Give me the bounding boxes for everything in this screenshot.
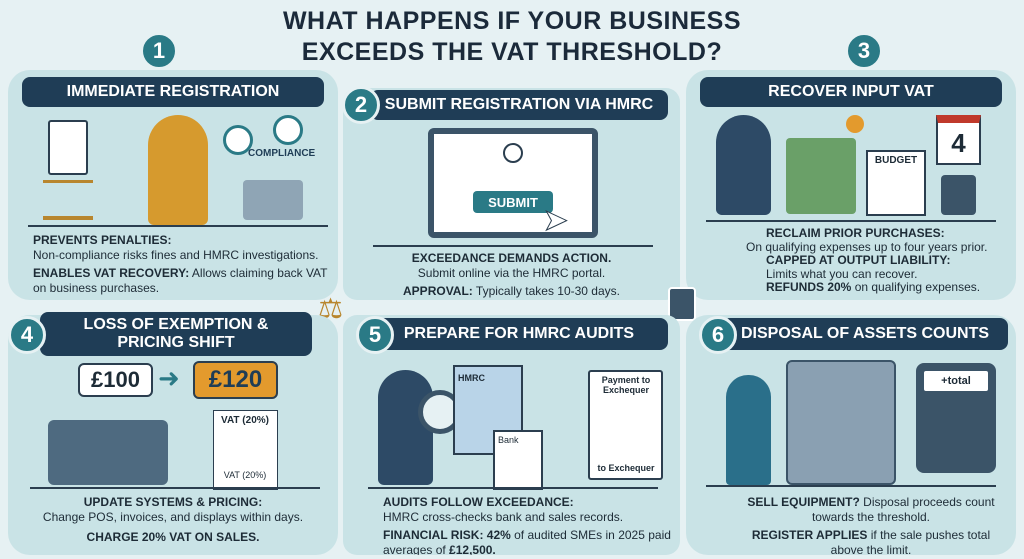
bank-document-label: Bank	[498, 435, 519, 445]
crest-icon	[503, 143, 523, 163]
person-illustration	[148, 115, 208, 225]
checkmark-icon	[223, 125, 253, 155]
refunds-heading: REFUNDS 20%	[766, 280, 852, 294]
update-systems-text: Change POS, invoices, and displays withi…	[42, 510, 304, 524]
chart-footer: to Exchequer	[597, 463, 655, 473]
panel-5-number: 5	[356, 316, 394, 354]
panel-1-header: IMMEDIATE REGISTRATION	[22, 77, 324, 107]
title-line-1: WHAT HAPPENS IF YOUR BUSINESS	[282, 7, 742, 35]
receipt-vat-label-bottom: VAT (20%)	[223, 470, 267, 480]
scales-icon	[43, 180, 93, 220]
checklist-icon	[48, 120, 88, 175]
bank-document	[493, 430, 543, 490]
panel-2-header: SUBMIT REGISTRATION VIA HMRC	[370, 90, 668, 120]
prevents-penalties-text: Non-compliance risks fines and HMRC inve…	[33, 248, 319, 262]
enables-vat-recovery-text: Allows claiming back VAT on business pur…	[33, 266, 328, 295]
hmrc-document-label: HMRC	[458, 373, 485, 383]
checkmark-icon	[273, 115, 303, 145]
charge-vat-text: CHARGE 20% VAT ON SALES.	[86, 530, 260, 544]
register-applies-heading: REGISTER APPLIES	[751, 528, 868, 542]
financial-risk-amount: £12,500.	[449, 543, 496, 555]
document-icon	[453, 365, 523, 455]
panel-3-text: RECLAIM PRIOR PURCHASES: On qualifying e…	[746, 226, 1016, 295]
divider	[30, 487, 320, 489]
compliance-label: COMPLIANCE	[248, 148, 316, 159]
register-applies-text: if the sale pushes total above the limit…	[830, 528, 991, 555]
old-price-tag: £100	[78, 363, 153, 397]
audits-text: HMRC cross-checks bank and sales records…	[383, 510, 624, 524]
capped-heading: CAPPED AT OUTPUT LIABILITY:	[766, 253, 951, 267]
calculator-display: +total	[924, 371, 988, 391]
chart-title: Payment to Exchequer	[601, 375, 651, 395]
panel-4-text: UPDATE SYSTEMS & PRICING: Change POS, in…	[23, 495, 323, 545]
calendar-icon: 4	[936, 115, 981, 165]
page-title: WHAT HAPPENS IF YOUR BUSINESS EXCEEDS TH…	[0, 6, 1024, 68]
cash-register-icon	[48, 420, 168, 485]
worker-illustration	[726, 375, 771, 485]
panel-5-text: AUDITS FOLLOW EXCEEDANCE: HMRC cross-che…	[383, 495, 673, 555]
panel-3-header: RECOVER INPUT VAT	[700, 77, 1002, 107]
new-price-tag: £120	[193, 361, 278, 399]
reclaim-heading: RECLAIM PRIOR PURCHASES:	[766, 226, 945, 240]
machine-icon	[786, 360, 896, 485]
panel-prepare-for-audits: HMRC Bank Payment to Exchequer to Excheq…	[343, 315, 680, 555]
capped-text: Limits what you can recover.	[766, 266, 918, 281]
arrow-right-icon: ➜	[158, 363, 180, 393]
audits-heading: AUDITS FOLLOW EXCEEDANCE:	[383, 495, 574, 509]
divider	[368, 487, 658, 489]
panel-6-header: DISPOSAL OF ASSETS COUNTS	[722, 318, 1008, 350]
reclaim-text: On qualifying expenses up to four years …	[746, 239, 988, 254]
budget-document	[866, 150, 926, 216]
divider	[706, 485, 996, 487]
sell-equipment-heading: SELL EQUIPMENT?	[747, 495, 860, 509]
receipt-icon	[213, 410, 278, 490]
exceedance-heading: EXCEEDANCE DEMANDS ACTION.	[411, 251, 612, 265]
panel-6-text: SELL EQUIPMENT? Disposal proceeds count …	[746, 495, 996, 555]
panel-1-number: 1	[140, 32, 178, 70]
prevents-penalties-heading: PREVENTS PENALTIES:	[33, 233, 172, 247]
panel-disposal-of-assets: +total SELL EQUIPMENT? Disposal proceeds…	[686, 315, 1016, 555]
laptop-icon	[243, 180, 303, 220]
coin-icon	[846, 115, 864, 133]
financial-risk-text: of audited SMEs in 2025 paid averages of	[383, 528, 671, 555]
panel-5-header: PREPARE FOR HMRC AUDITS	[370, 318, 668, 350]
title-line-2: EXCEEDS THE VAT THRESHOLD?	[301, 38, 723, 66]
approval-text: Typically takes 10-30 days.	[472, 284, 620, 298]
approval-heading: APPROVAL:	[403, 284, 473, 298]
panel-2-text: EXCEEDANCE DEMANDS ACTION. Submit online…	[353, 251, 670, 299]
panel-6-number: 6	[699, 316, 737, 354]
submit-button: SUBMIT	[473, 191, 553, 213]
money-stack-icon	[786, 138, 856, 214]
panel-immediate-registration: COMPLIANCE PREVENTS PENALTIES: Non-compl…	[8, 70, 338, 300]
divider	[28, 225, 328, 227]
bar-chart-icon	[588, 370, 663, 480]
update-systems-heading: UPDATE SYSTEMS & PRICING:	[83, 495, 263, 509]
exceedance-text: Submit online via the HMRC portal.	[417, 266, 606, 280]
panel-1-text: PREVENTS PENALTIES: Non-compliance risks…	[33, 233, 333, 296]
budget-label: BUDGET	[874, 155, 918, 166]
divider	[706, 220, 996, 222]
person-illustration	[716, 115, 771, 215]
refunds-text: on qualifying expenses.	[851, 280, 981, 294]
panel-4-header: LOSS OF EXEMPTION & PRICING SHIFT	[40, 312, 312, 356]
sell-equipment-text: Disposal proceeds count towards the thre…	[811, 495, 995, 524]
divider	[373, 245, 653, 247]
panel-recover-input-vat: BUDGET 4 RECLAIM PRIOR PURCHASES: On qua…	[686, 70, 1016, 300]
financial-risk-heading: FINANCIAL RISK: 42%	[383, 528, 511, 542]
calculator-icon	[668, 287, 696, 321]
enables-vat-recovery-heading: ENABLES VAT RECOVERY:	[33, 266, 190, 280]
panel-3-number: 3	[845, 32, 883, 70]
panel-submit-registration: SUBMIT ➤ EXCEEDANCE DEMANDS ACTION. Subm…	[343, 88, 680, 300]
receipt-vat-label: VAT (20%)	[221, 415, 269, 426]
panel-2-number: 2	[342, 86, 380, 124]
calculator-icon	[941, 175, 976, 215]
panel-4-number: 4	[8, 316, 46, 354]
cursor-icon: ➤	[542, 204, 569, 238]
